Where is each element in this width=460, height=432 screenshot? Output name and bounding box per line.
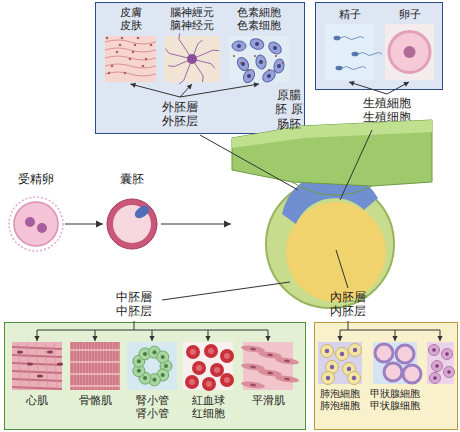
cell-panel: 原腸胚 原肠胚 (232, 86, 432, 310)
cell-label: 肺泡細胞 肺泡细胞 (318, 388, 362, 412)
cell-label: 平滑肌 (248, 394, 288, 407)
rbc-illustration (183, 342, 233, 390)
label-holder: 中胚層 中胚层 (112, 290, 155, 319)
label-holder: 精子 (335, 8, 364, 21)
label-holder: 原腸胚 原肠胚 (273, 88, 304, 131)
cell-label: 中胚層 中胚层 (112, 290, 155, 319)
label-holder: 甲狀腺細胞 甲状腺细胞 (368, 388, 422, 412)
smooth-illustration (243, 342, 293, 390)
cell-label: 色素細胞 色素细胞 (234, 6, 285, 32)
label-holder: 外胚層 外胚层 (158, 100, 201, 129)
cell-panel: 腦神經元 脑神经元 (161, 6, 223, 84)
cell-panel: 心肌 (10, 342, 64, 428)
egg-illustration (385, 24, 434, 80)
cell-panel: 卵子 (382, 6, 437, 82)
cell-label: 卵子 (395, 8, 424, 21)
cell-label: 囊胚 (116, 172, 147, 186)
label-holder: 卵子 (395, 8, 424, 21)
cell-panel: 骨骼肌 (68, 342, 122, 428)
cell-label: 精子 (335, 8, 364, 21)
label-holder: 內胚層 内胚层 (326, 290, 369, 319)
flow-arrow (65, 221, 103, 228)
pigment-illustration (229, 36, 289, 82)
leader-line (200, 135, 298, 190)
gastrula-illustration (232, 86, 432, 310)
cell-panel: 內胚層 内胚层肺泡細胞 肺泡细胞甲狀腺細胞 甲状腺细胞 (314, 290, 458, 430)
leader-line (340, 130, 372, 200)
label-holder: 囊胚 (116, 172, 147, 186)
label-holder: 心肌 (17, 394, 57, 407)
label-holder: 骨骼肌 (75, 394, 115, 407)
cell-label: 腎小管 肾小管 (132, 394, 172, 420)
cell-panel: 中胚層 中胚层心肌 骨骼肌 腎小管 肾小管紅血球 红细胞 平滑肌 (4, 290, 306, 430)
cell-panel: 腎小管 肾小管 (124, 342, 180, 428)
cell-panel: 肺泡細胞 肺泡细胞 (317, 342, 363, 428)
cell-label: 原腸胚 原肠胚 (273, 88, 304, 131)
cell-panel: 紅血球 红细胞 (180, 342, 236, 428)
sperm-illustration (325, 24, 374, 80)
cell-panel: 色素細胞 色素细胞 (226, 6, 292, 84)
label-holder: 紅血球 红细胞 (188, 394, 228, 420)
flow-arrow (161, 221, 231, 228)
cell-label: 心肌 (17, 394, 57, 407)
leader-line (162, 282, 290, 300)
cell-panel: 皮膚 皮肤 (103, 6, 158, 84)
tubule-illustration (127, 342, 177, 390)
leader-line (336, 250, 348, 288)
cardiac-illustration (12, 342, 62, 390)
third-illustration (427, 342, 454, 384)
thyroid-illustration (373, 342, 417, 384)
neuron-illustration (164, 36, 220, 82)
label-holder: 受精卵 (14, 172, 57, 186)
label-holder: 皮膚 皮肤 (116, 6, 145, 32)
label-holder: 腎小管 肾小管 (132, 394, 172, 420)
cell-label: 生殖細胞 生殖细胞 (359, 96, 414, 125)
cell-panel: 外胚層 外胚层 皮膚 皮肤腦神經元 脑神经元色素細胞 色素细胞 (95, 2, 305, 134)
cell-label: 受精卵 (14, 172, 57, 186)
cell-panel: 受精卵 (8, 172, 64, 252)
cell-label: 甲狀腺細胞 甲状腺细胞 (368, 388, 422, 412)
label-holder: 腦神經元 脑神经元 (167, 6, 218, 32)
cell-panel: 囊胚 (104, 172, 160, 252)
cell-panel: 甲狀腺細胞 甲状腺细胞 (366, 342, 424, 428)
cell-label: 內胚層 内胚层 (326, 290, 369, 319)
cell-label: 紅血球 红细胞 (188, 394, 228, 420)
alveolar-illustration (318, 342, 362, 384)
label-holder: 色素細胞 色素细胞 (234, 6, 285, 32)
label-holder: 肺泡細胞 肺泡细胞 (318, 388, 362, 412)
cell-panel: 精子 (322, 6, 377, 82)
label-holder: 生殖細胞 生殖细胞 (359, 96, 414, 125)
cell-panel: 平滑肌 (240, 342, 296, 428)
cell-label: 外胚層 外胚层 (158, 100, 201, 129)
cell-label: 腦神經元 脑神经元 (167, 6, 218, 32)
label-holder: 平滑肌 (248, 394, 288, 407)
cell-panel: 生殖細胞 生殖细胞 精子 卵子 (315, 2, 443, 130)
cell-label: 皮膚 皮肤 (116, 6, 145, 32)
skin-illustration (105, 36, 156, 82)
cell-label: 骨骼肌 (75, 394, 115, 407)
skeletal-illustration (70, 342, 120, 390)
